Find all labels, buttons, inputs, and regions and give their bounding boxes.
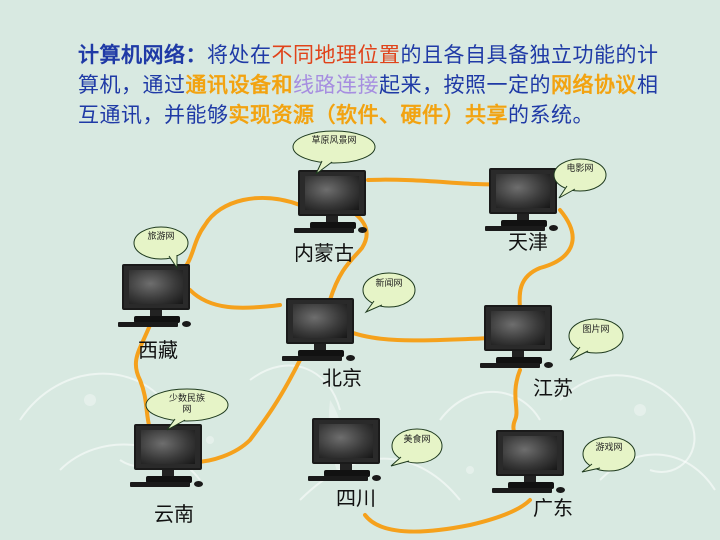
- link-neimenggu-xizang: [173, 196, 302, 277]
- keyboard-icon: [492, 488, 552, 493]
- highlight-sharing: 实现资源（软件、硬件）共享: [228, 102, 508, 127]
- mouse-icon: [372, 475, 381, 481]
- definition-term: 计算机网络：: [78, 42, 207, 67]
- callout-youxi: 游戏网: [581, 436, 636, 473]
- callout-caoyuan: 草原风景网: [292, 130, 376, 175]
- mouse-icon: [194, 481, 203, 487]
- monitor-icon: [489, 168, 557, 214]
- definition-text: 相互通讯，并能够: [78, 73, 659, 127]
- mouse-icon: [358, 227, 367, 233]
- keyboard-icon: [118, 322, 178, 327]
- computer-yunnan[interactable]: [128, 424, 208, 488]
- callout-dianying: 电影网: [553, 158, 607, 199]
- monitor-icon: [122, 264, 190, 310]
- mouse-icon: [556, 487, 565, 493]
- city-label-sichuan: 四川: [336, 486, 376, 510]
- speech-bubble-icon: [581, 436, 636, 473]
- link-neimenggu-beijing: [328, 208, 369, 302]
- monitor-icon: [496, 430, 564, 476]
- link-beijing-jiangsu: [343, 328, 497, 343]
- mouse-icon: [544, 362, 553, 368]
- computer-sichuan[interactable]: [306, 418, 386, 482]
- city-label-yunnan: 云南: [154, 502, 194, 526]
- highlight-protocol: 网络协议: [551, 72, 637, 97]
- computer-tianjin[interactable]: [483, 168, 563, 232]
- callout-label-meishi: 美食网: [403, 435, 431, 445]
- speech-bubble-icon: [553, 158, 607, 199]
- computer-guangdong[interactable]: [490, 430, 570, 494]
- keyboard-icon: [130, 482, 190, 487]
- mouse-icon: [182, 321, 191, 327]
- monitor-icon: [134, 424, 202, 470]
- callout-lvyou: 旅游网: [133, 226, 189, 270]
- computer-neimenggu[interactable]: [292, 170, 372, 234]
- callout-label-xinwen: 新闻网: [375, 279, 403, 289]
- mouse-icon: [346, 355, 355, 361]
- highlight-location: 不同地理位置: [271, 43, 401, 67]
- definition-text: 将处在: [207, 43, 272, 67]
- definition-text: 起来，按照一定的: [379, 73, 551, 97]
- computer-xizang[interactable]: [116, 264, 196, 328]
- keyboard-icon: [485, 226, 545, 231]
- link-neimenggu-tianjin: [366, 177, 502, 187]
- computer-beijing[interactable]: [280, 298, 360, 362]
- mouse-icon: [549, 225, 558, 231]
- monitor-icon: [312, 418, 380, 464]
- callout-label-shaoshu: 少数民族网: [168, 394, 205, 415]
- definition-text: 的且各自具备独立功能的计算机，通过: [78, 43, 659, 97]
- link-xizang-beijing: [188, 288, 282, 310]
- speech-bubble-icon: [145, 388, 229, 431]
- speech-bubble-icon: [568, 318, 624, 361]
- highlight-lines: 线路连接: [293, 73, 379, 97]
- callout-xinwen: 新闻网: [362, 272, 416, 314]
- callout-tupian: 图片网: [568, 318, 624, 361]
- callout-label-tupian: 图片网: [582, 325, 610, 335]
- link-tianjin-jiangsu: [517, 208, 575, 312]
- city-label-jiangsu: 江苏: [533, 376, 573, 400]
- monitor-icon: [298, 170, 366, 216]
- keyboard-icon: [308, 476, 368, 481]
- speech-bubble-icon: [292, 130, 376, 175]
- callout-meishi: 美食网: [390, 428, 443, 467]
- city-label-xizang: 西藏: [138, 338, 178, 362]
- highlight-devices: 通讯设备和: [185, 72, 293, 97]
- speech-bubble-icon: [362, 272, 416, 314]
- city-label-tianjin: 天津: [508, 230, 548, 254]
- keyboard-icon: [282, 356, 342, 361]
- definition-text: 的系统。: [508, 103, 594, 127]
- city-label-beijing: 北京: [322, 366, 362, 390]
- keyboard-icon: [294, 228, 354, 233]
- city-label-guangdong: 广东: [533, 496, 573, 520]
- computer-jiangsu[interactable]: [478, 305, 558, 369]
- callout-label-lvyou: 旅游网: [147, 232, 175, 242]
- link-xizang-yunnan: [133, 323, 152, 432]
- callout-label-caoyuan: 草原风景网: [311, 136, 357, 146]
- monitor-icon: [286, 298, 354, 344]
- speech-bubble-icon: [133, 226, 189, 270]
- callout-label-youxi: 游戏网: [595, 443, 623, 453]
- city-label-neimenggu: 内蒙古: [294, 241, 354, 265]
- link-sichuan-guangdong: [363, 498, 532, 534]
- keyboard-icon: [480, 363, 540, 368]
- callout-shaoshu: 少数民族网: [145, 388, 229, 431]
- link-beijing-yunnan: [193, 358, 302, 464]
- speech-bubble-icon: [390, 428, 443, 467]
- callout-label-dianying: 电影网: [566, 164, 594, 174]
- network-definition: 计算机网络：将处在不同地理位置的且各自具备独立功能的计算机，通过通讯设备和线路连…: [78, 40, 678, 130]
- monitor-icon: [484, 305, 552, 351]
